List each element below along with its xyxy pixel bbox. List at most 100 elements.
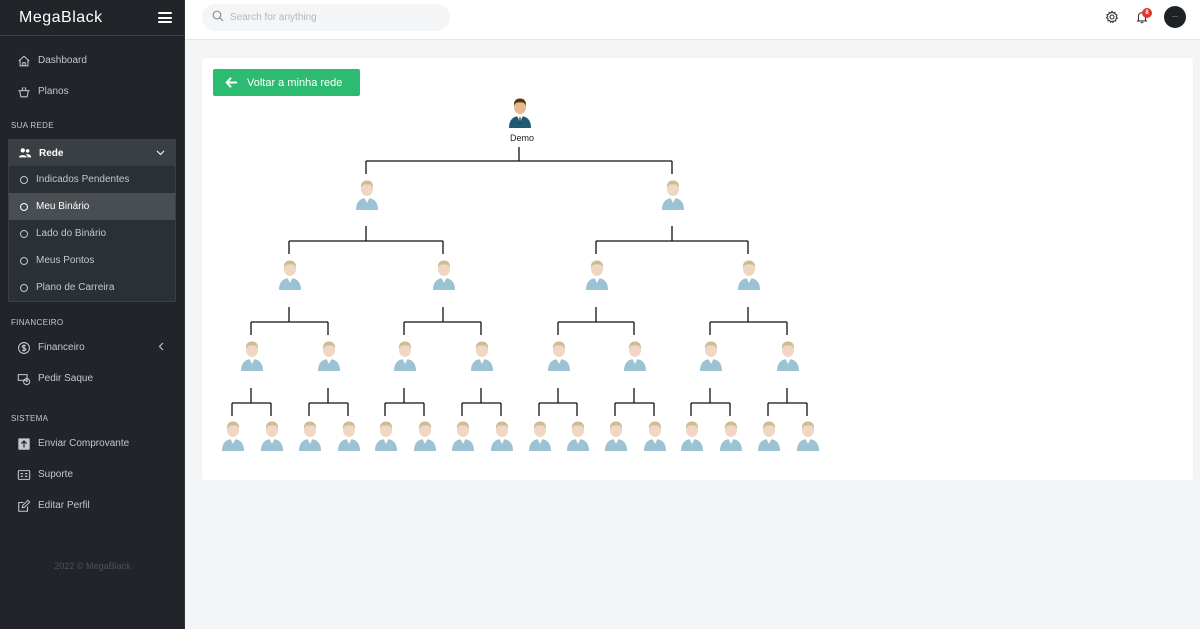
support-icon	[17, 468, 31, 482]
tree-node[interactable]	[449, 418, 477, 452]
tree-node[interactable]	[697, 338, 725, 372]
tree-node[interactable]	[774, 338, 802, 372]
avatar[interactable]	[1164, 6, 1186, 28]
sidebar-item-planos[interactable]: Planos	[0, 76, 184, 107]
search-icon	[212, 9, 224, 27]
sidebar-item-rede[interactable]: Rede	[9, 140, 175, 166]
sidebar-item-enviar-comprovante[interactable]: Enviar Comprovante	[0, 428, 184, 459]
tree-node[interactable]	[735, 257, 763, 291]
tree-node[interactable]	[315, 338, 343, 372]
search-input[interactable]	[230, 12, 430, 23]
tree-node[interactable]	[219, 418, 247, 452]
tree-node[interactable]	[545, 338, 573, 372]
tree-node[interactable]	[353, 177, 381, 211]
tree-node[interactable]	[602, 418, 630, 452]
user-icon	[548, 341, 570, 371]
brand-logo[interactable]: MegaBlack	[19, 8, 103, 26]
upload-icon	[17, 437, 31, 451]
tree-node[interactable]	[391, 338, 419, 372]
tree-node[interactable]	[372, 418, 400, 452]
tree-node[interactable]	[659, 177, 687, 211]
tree-node[interactable]	[564, 418, 592, 452]
tree-node[interactable]	[717, 418, 745, 452]
sidebar-item-pedir-saque[interactable]: Pedir Saque	[0, 363, 184, 394]
circle-icon	[20, 256, 28, 265]
rede-group: Rede Indicados Pendentes Meu Binário Lad…	[8, 139, 176, 302]
dollar-circle-icon	[17, 341, 31, 355]
edit-icon	[17, 499, 31, 513]
tree-node[interactable]	[238, 338, 266, 372]
user-icon	[605, 421, 627, 451]
user-icon	[644, 421, 666, 451]
circle-icon	[20, 229, 28, 238]
sidebar-subitem-meus-pontos[interactable]: Meus Pontos	[9, 247, 175, 274]
tree-node[interactable]	[296, 418, 324, 452]
tree-node[interactable]	[678, 418, 706, 452]
gear-icon[interactable]	[1105, 10, 1119, 24]
user-icon	[567, 421, 589, 451]
sidebar-item-label: Rede	[39, 147, 64, 159]
circle-icon	[20, 175, 28, 184]
circle-icon	[20, 202, 28, 211]
user-icon	[738, 260, 760, 290]
tree-node[interactable]	[641, 418, 669, 452]
user-icon	[279, 260, 301, 290]
tree-node[interactable]	[583, 257, 611, 291]
user-icon	[318, 341, 340, 371]
sidebar-item-suporte[interactable]: Suporte	[0, 459, 184, 490]
sidebar-item-dashboard[interactable]: Dashboard	[0, 45, 184, 76]
sidebar: MegaBlack Dashboard Planos SUA REDE Rede…	[0, 0, 185, 629]
user-icon	[356, 180, 378, 210]
withdraw-icon	[17, 372, 31, 386]
sidebar-subitem-plano-de-carreira[interactable]: Plano de Carreira	[9, 274, 175, 301]
users-icon	[18, 146, 32, 160]
sidebar-footer: 2022 © MegaBlack	[54, 561, 131, 571]
user-icon	[433, 260, 455, 290]
user-icon	[529, 421, 551, 451]
tree-node[interactable]	[411, 418, 439, 452]
user-icon	[241, 341, 263, 371]
back-to-network-button[interactable]: Voltar a minha rede	[213, 69, 360, 96]
sidebar-item-label: Pedir Saque	[38, 373, 94, 384]
user-icon	[624, 341, 646, 371]
chevron-left-icon	[158, 342, 164, 354]
tree-node[interactable]	[335, 418, 363, 452]
binary-tree-card: Voltar a minha rede	[202, 58, 1193, 480]
user-icon	[797, 421, 819, 451]
tree-node[interactable]	[468, 338, 496, 372]
sidebar-item-label: Lado do Binário	[36, 228, 107, 239]
user-icon	[758, 421, 780, 451]
tree-node-root[interactable]	[506, 95, 534, 129]
user-icon	[491, 421, 513, 451]
user-icon	[375, 421, 397, 451]
sidebar-item-financeiro[interactable]: Financeiro	[0, 332, 184, 363]
brand-bar: MegaBlack	[0, 0, 184, 36]
sidebar-item-label: Suporte	[38, 469, 74, 480]
sidebar-subitem-lado-do-binario[interactable]: Lado do Binário	[9, 220, 175, 247]
tree-node[interactable]	[794, 418, 822, 452]
tree-node[interactable]	[258, 418, 286, 452]
tree-node[interactable]	[755, 418, 783, 452]
sidebar-item-label: Enviar Comprovante	[38, 438, 130, 449]
user-icon	[299, 421, 321, 451]
section-header-financeiro: FINANCEIRO	[11, 318, 64, 327]
tree-connectors	[231, 147, 808, 416]
user-icon	[586, 260, 608, 290]
sidebar-subitem-indicados-pendentes[interactable]: Indicados Pendentes	[9, 166, 175, 193]
user-icon	[338, 421, 360, 451]
tree-node[interactable]	[621, 338, 649, 372]
sidebar-item-label: Meus Pontos	[36, 255, 95, 266]
tree-node[interactable]	[430, 257, 458, 291]
user-icon	[509, 98, 531, 128]
sidebar-item-label: Editar Perfil	[38, 500, 90, 511]
tree-node[interactable]	[526, 418, 554, 452]
sidebar-subitem-meu-binario[interactable]: Meu Binário	[9, 193, 175, 220]
menu-toggle-icon[interactable]	[158, 12, 172, 23]
topbar: 8	[185, 0, 1200, 40]
sidebar-item-editar-perfil[interactable]: Editar Perfil	[0, 490, 184, 521]
section-header-rede: SUA REDE	[11, 121, 54, 130]
user-icon	[662, 180, 684, 210]
tree-node[interactable]	[488, 418, 516, 452]
user-icon	[777, 341, 799, 371]
tree-node[interactable]	[276, 257, 304, 291]
